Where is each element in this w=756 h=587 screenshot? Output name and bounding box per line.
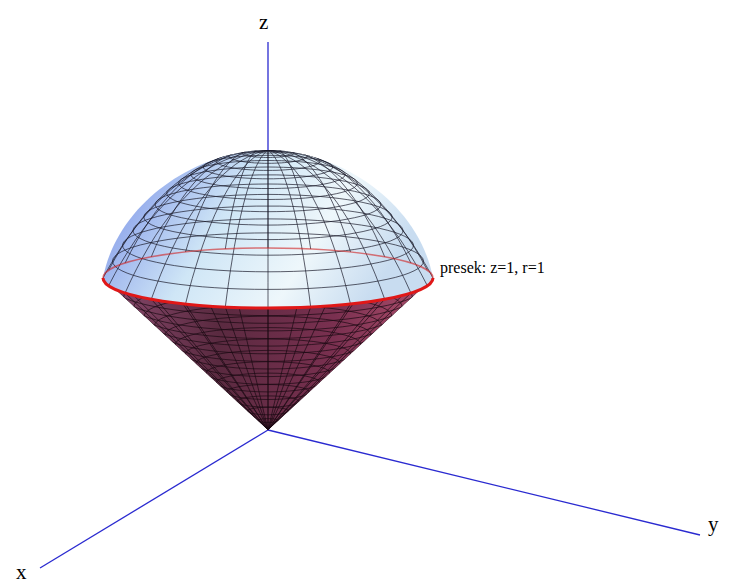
cap-parallel (123, 219, 414, 272)
cap-meridian (225, 150, 268, 307)
cap-meridian (268, 150, 311, 307)
intersection-circle (103, 278, 433, 308)
y-axis (268, 430, 700, 535)
cone-ring (206, 362, 330, 385)
cone-ring (175, 328, 361, 362)
cap-parallel (255, 148, 281, 153)
cap-mesh (103, 148, 433, 308)
intersection-back (103, 248, 433, 278)
x-axis (40, 430, 268, 568)
axis-label: x (16, 562, 27, 583)
axis-label: y (708, 514, 719, 535)
cone-ring (247, 407, 288, 415)
cone-ring (258, 419, 279, 423)
cap-meridian (186, 149, 269, 253)
cone-ring (165, 316, 371, 354)
axis-label: z (259, 12, 268, 33)
cap-parallel (113, 233, 424, 290)
cap-meridian (268, 149, 351, 253)
cap-parallel (216, 152, 320, 171)
intersection-label: presek: z=1, r=1 (440, 260, 545, 276)
cone-ring (237, 396, 299, 407)
cone-ring (155, 305, 382, 346)
cone-ring (196, 350, 340, 376)
